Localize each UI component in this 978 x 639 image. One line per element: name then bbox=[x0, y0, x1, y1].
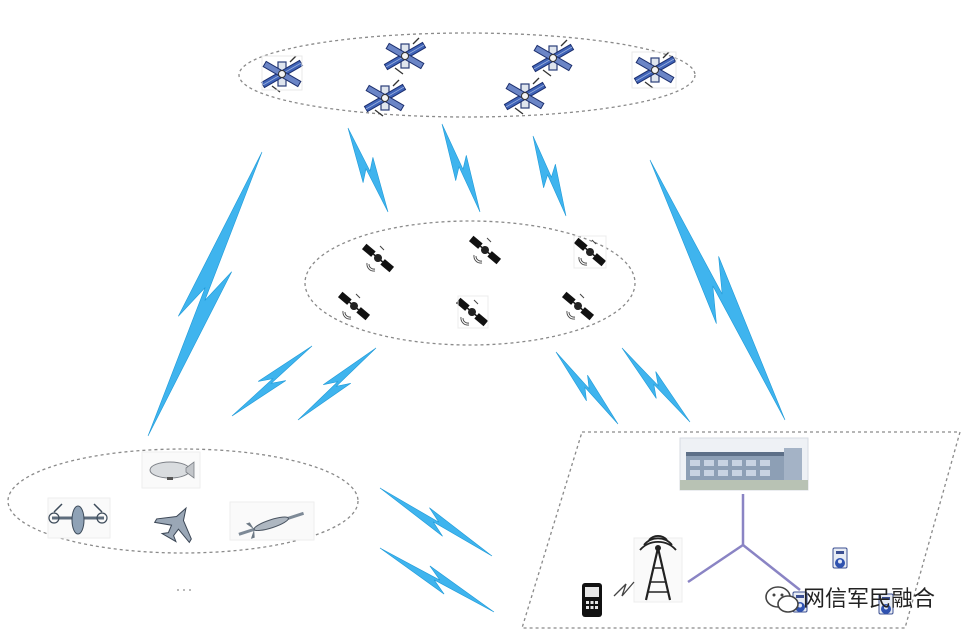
lightning-link-icon bbox=[347, 127, 389, 213]
space-station-icon bbox=[503, 77, 547, 115]
wechat-icon bbox=[765, 586, 799, 613]
satellite-icon bbox=[572, 236, 608, 268]
building-icon bbox=[679, 437, 809, 491]
lightning-link-icon bbox=[441, 123, 481, 213]
space-station-icon bbox=[260, 55, 304, 93]
watermark: 网信军民融合 bbox=[765, 586, 935, 613]
satellite-icon bbox=[360, 242, 396, 274]
watermark-text: 网信军民融合 bbox=[803, 587, 935, 612]
lightning-link-icon bbox=[621, 347, 691, 423]
satellite-icon bbox=[454, 296, 490, 328]
wireless-links bbox=[147, 123, 786, 613]
space-station-icon bbox=[633, 51, 677, 89]
space-station-icon bbox=[531, 39, 575, 77]
terminal-link bbox=[613, 581, 635, 597]
lightning-link-icon bbox=[379, 487, 493, 557]
ground-layer-boundary bbox=[521, 431, 961, 629]
satellite-icon bbox=[467, 234, 503, 266]
space-station-icon bbox=[363, 79, 407, 117]
server-user-icon bbox=[832, 547, 848, 569]
uav-drone-icon bbox=[229, 501, 315, 541]
airship-icon bbox=[141, 451, 201, 489]
satellite-icon bbox=[336, 290, 372, 322]
lightning-link-icon bbox=[147, 151, 263, 437]
ground-layer bbox=[521, 431, 961, 629]
space-station-icon bbox=[383, 37, 427, 75]
lightning-link-icon bbox=[297, 347, 377, 421]
satellite-icon bbox=[560, 290, 596, 322]
satellite-layer-boundary bbox=[304, 220, 636, 346]
lightning-link-icon bbox=[649, 159, 786, 421]
aerial-layer bbox=[7, 448, 359, 591]
lightning-link-icon bbox=[532, 135, 567, 217]
network-links bbox=[687, 494, 801, 591]
lightning-link-icon bbox=[379, 547, 495, 613]
lightning-link-icon bbox=[231, 345, 313, 417]
aerial-layer-boundary bbox=[7, 448, 359, 554]
lightning-link-icon bbox=[555, 351, 619, 425]
space-station-layer-boundary bbox=[238, 32, 696, 118]
satellite-layer bbox=[304, 220, 636, 346]
fighter-jet-icon bbox=[153, 506, 192, 544]
handheld-terminal-icon bbox=[582, 583, 602, 617]
cell-tower-icon bbox=[633, 535, 683, 603]
tiltrotor-aircraft-icon bbox=[47, 497, 111, 539]
space-station-layer bbox=[238, 32, 696, 118]
